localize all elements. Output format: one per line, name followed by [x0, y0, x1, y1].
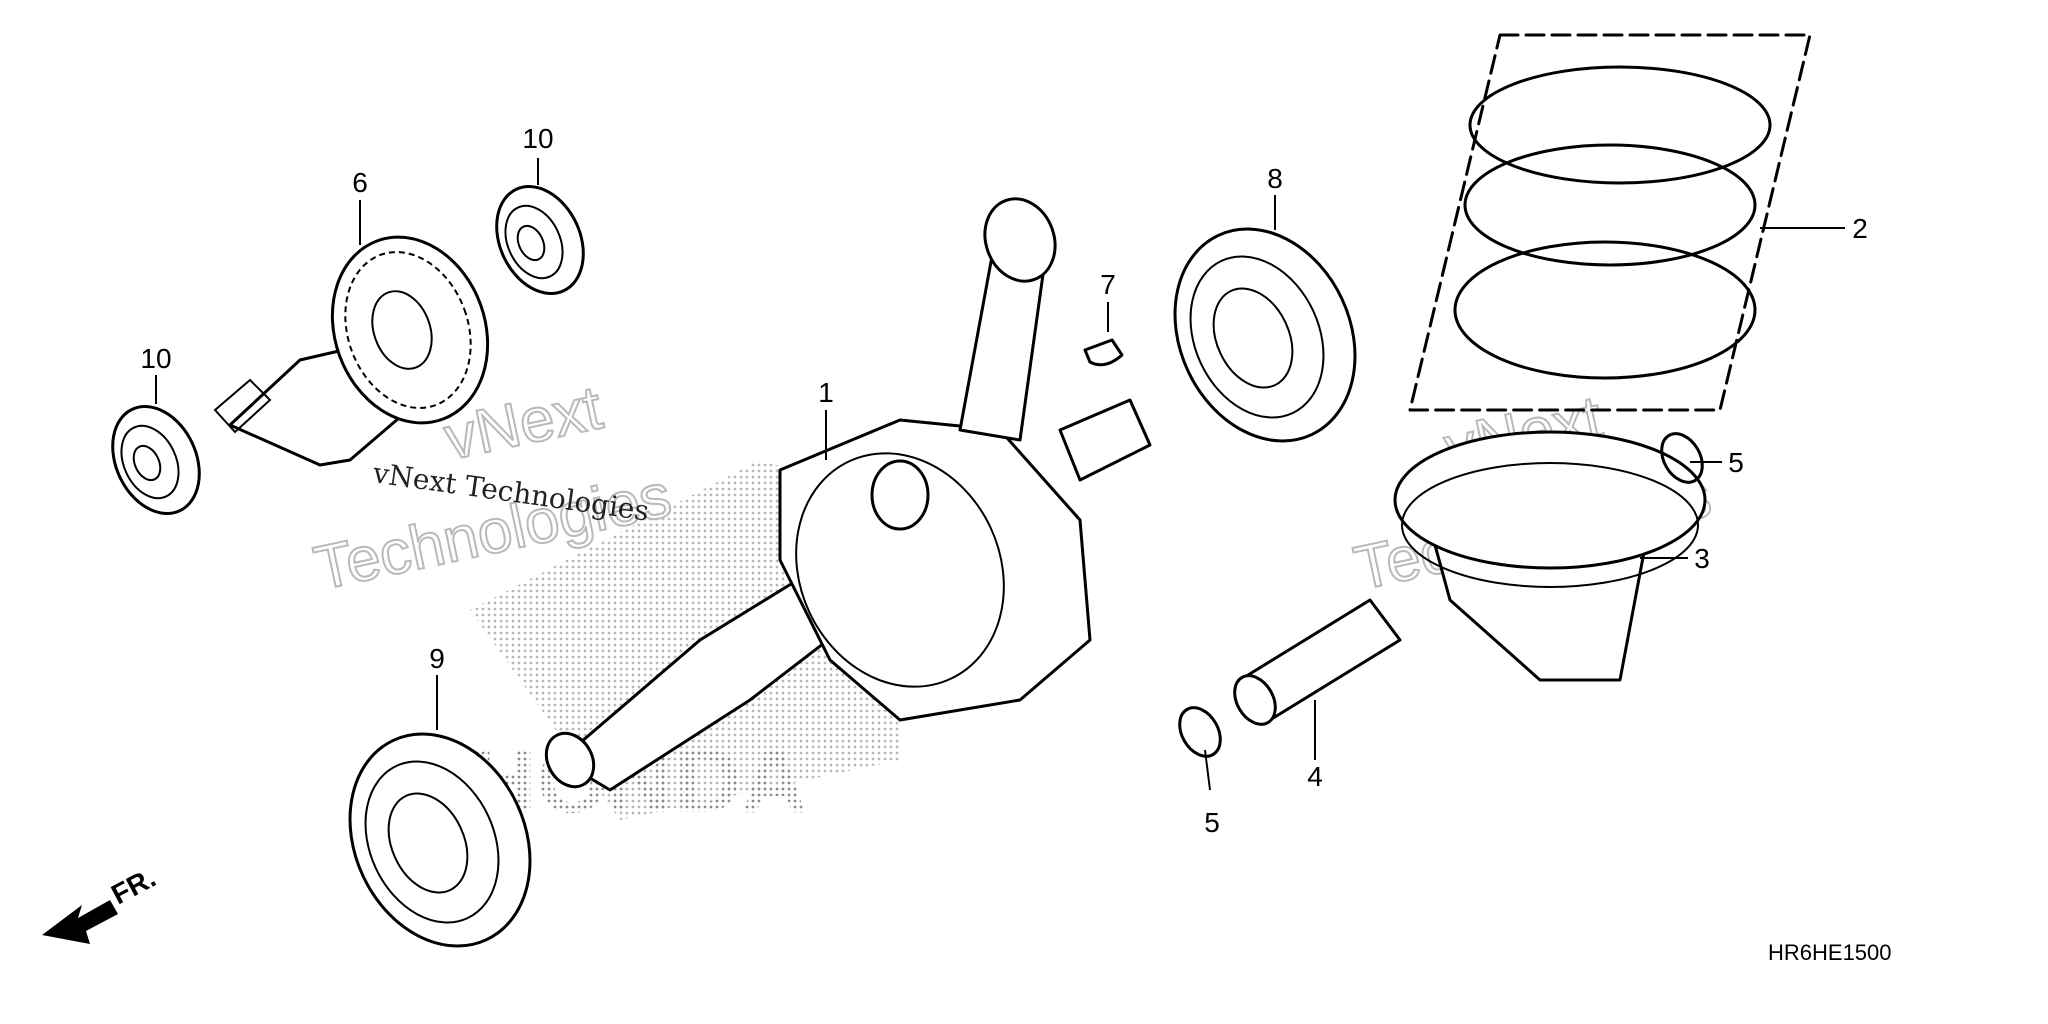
pin-clip-5-right: [1660, 432, 1704, 484]
callout-6: 6: [352, 167, 368, 198]
callout-5-bottom: 5: [1204, 807, 1220, 838]
bearing-10-top: [495, 185, 585, 295]
front-direction-arrow: FR.: [42, 862, 161, 944]
callout-1: 1: [818, 377, 834, 408]
bearing-9: [348, 732, 532, 948]
callout-3: 3: [1694, 543, 1710, 574]
crankshaft-1: [544, 197, 1152, 792]
balancer-gear-6: [213, 235, 490, 467]
callout-5-right: 5: [1728, 447, 1744, 478]
callout-4: 4: [1307, 761, 1323, 792]
callout-10-top: 10: [522, 123, 553, 154]
callout-2: 2: [1852, 213, 1868, 244]
bearing-10-left: [111, 405, 201, 515]
diagram-code: HR6HE1500: [1768, 940, 1892, 965]
direction-label: FR.: [106, 862, 160, 911]
bearing-8: [1173, 227, 1357, 443]
piston-3: [1393, 430, 1707, 682]
leader-lines: [155, 158, 1845, 791]
callout-9: 9: [429, 643, 445, 674]
woodruff-key-7: [1083, 338, 1124, 367]
callout-8: 8: [1267, 163, 1283, 194]
piston-ring-set-2: [1408, 33, 1812, 412]
callout-7: 7: [1100, 269, 1116, 300]
pin-clip-5-bottom: [1178, 706, 1222, 758]
callout-10-left: 10: [140, 343, 171, 374]
piston-pin-4: [1233, 598, 1402, 726]
